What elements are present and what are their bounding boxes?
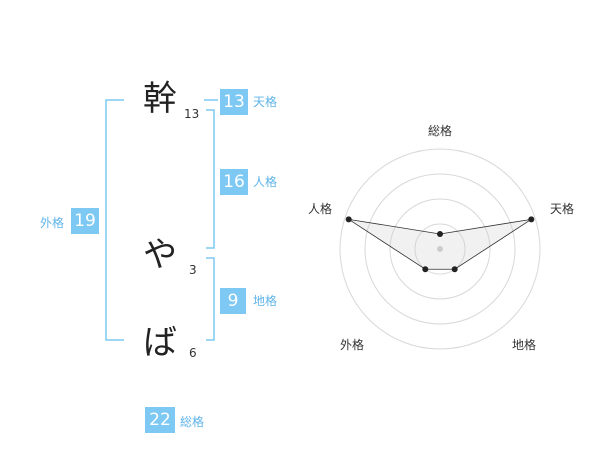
soukaku-label: 総格 bbox=[180, 415, 205, 429]
gaikaku-label: 外格 bbox=[40, 216, 65, 230]
soukaku-badge: 22 bbox=[145, 407, 175, 433]
radar-point-3 bbox=[422, 266, 429, 273]
tenkaku-label: 天格 bbox=[253, 95, 278, 109]
jinkaku-badge: 16 bbox=[220, 169, 248, 195]
radar-point-2 bbox=[451, 266, 458, 273]
radar-point-4 bbox=[345, 216, 352, 223]
chikaku-label: 地格 bbox=[253, 294, 278, 308]
radar-ring bbox=[339, 148, 541, 350]
gaikaku-bracket bbox=[105, 99, 124, 341]
tenkaku-badge: 13 bbox=[220, 89, 248, 115]
radar-axis-label-soukaku: 総格 bbox=[428, 124, 453, 138]
chikaku-badge: 9 bbox=[220, 288, 246, 314]
radar-ring bbox=[364, 173, 516, 325]
name-char-3: ば bbox=[143, 323, 177, 363]
radar-point-0 bbox=[437, 231, 443, 237]
radar-axis-label-chikaku: 地格 bbox=[512, 338, 537, 352]
radar-ring bbox=[389, 198, 491, 300]
radar-axis-label-gaikaku: 外格 bbox=[340, 338, 365, 352]
jinkaku-bracket bbox=[206, 109, 215, 249]
radar-axis-label-jinkaku: 人格 bbox=[308, 202, 333, 216]
radar-point-1 bbox=[528, 216, 535, 223]
chikaku-bracket bbox=[206, 257, 215, 341]
radar-center bbox=[437, 246, 443, 252]
name-char-2-strokes: 3 bbox=[189, 263, 197, 277]
name-char-3-strokes: 6 bbox=[189, 346, 197, 360]
radar-axis-label-tenkaku: 天格 bbox=[550, 202, 575, 216]
radar-ring bbox=[414, 223, 466, 275]
radar-polygon bbox=[348, 218, 532, 270]
name-char-1: 幹 bbox=[143, 79, 177, 119]
gaikaku-badge: 19 bbox=[71, 208, 99, 234]
name-char-1-strokes: 13 bbox=[184, 107, 200, 121]
jinkaku-label: 人格 bbox=[253, 175, 278, 189]
name-char-2: や bbox=[143, 235, 177, 275]
